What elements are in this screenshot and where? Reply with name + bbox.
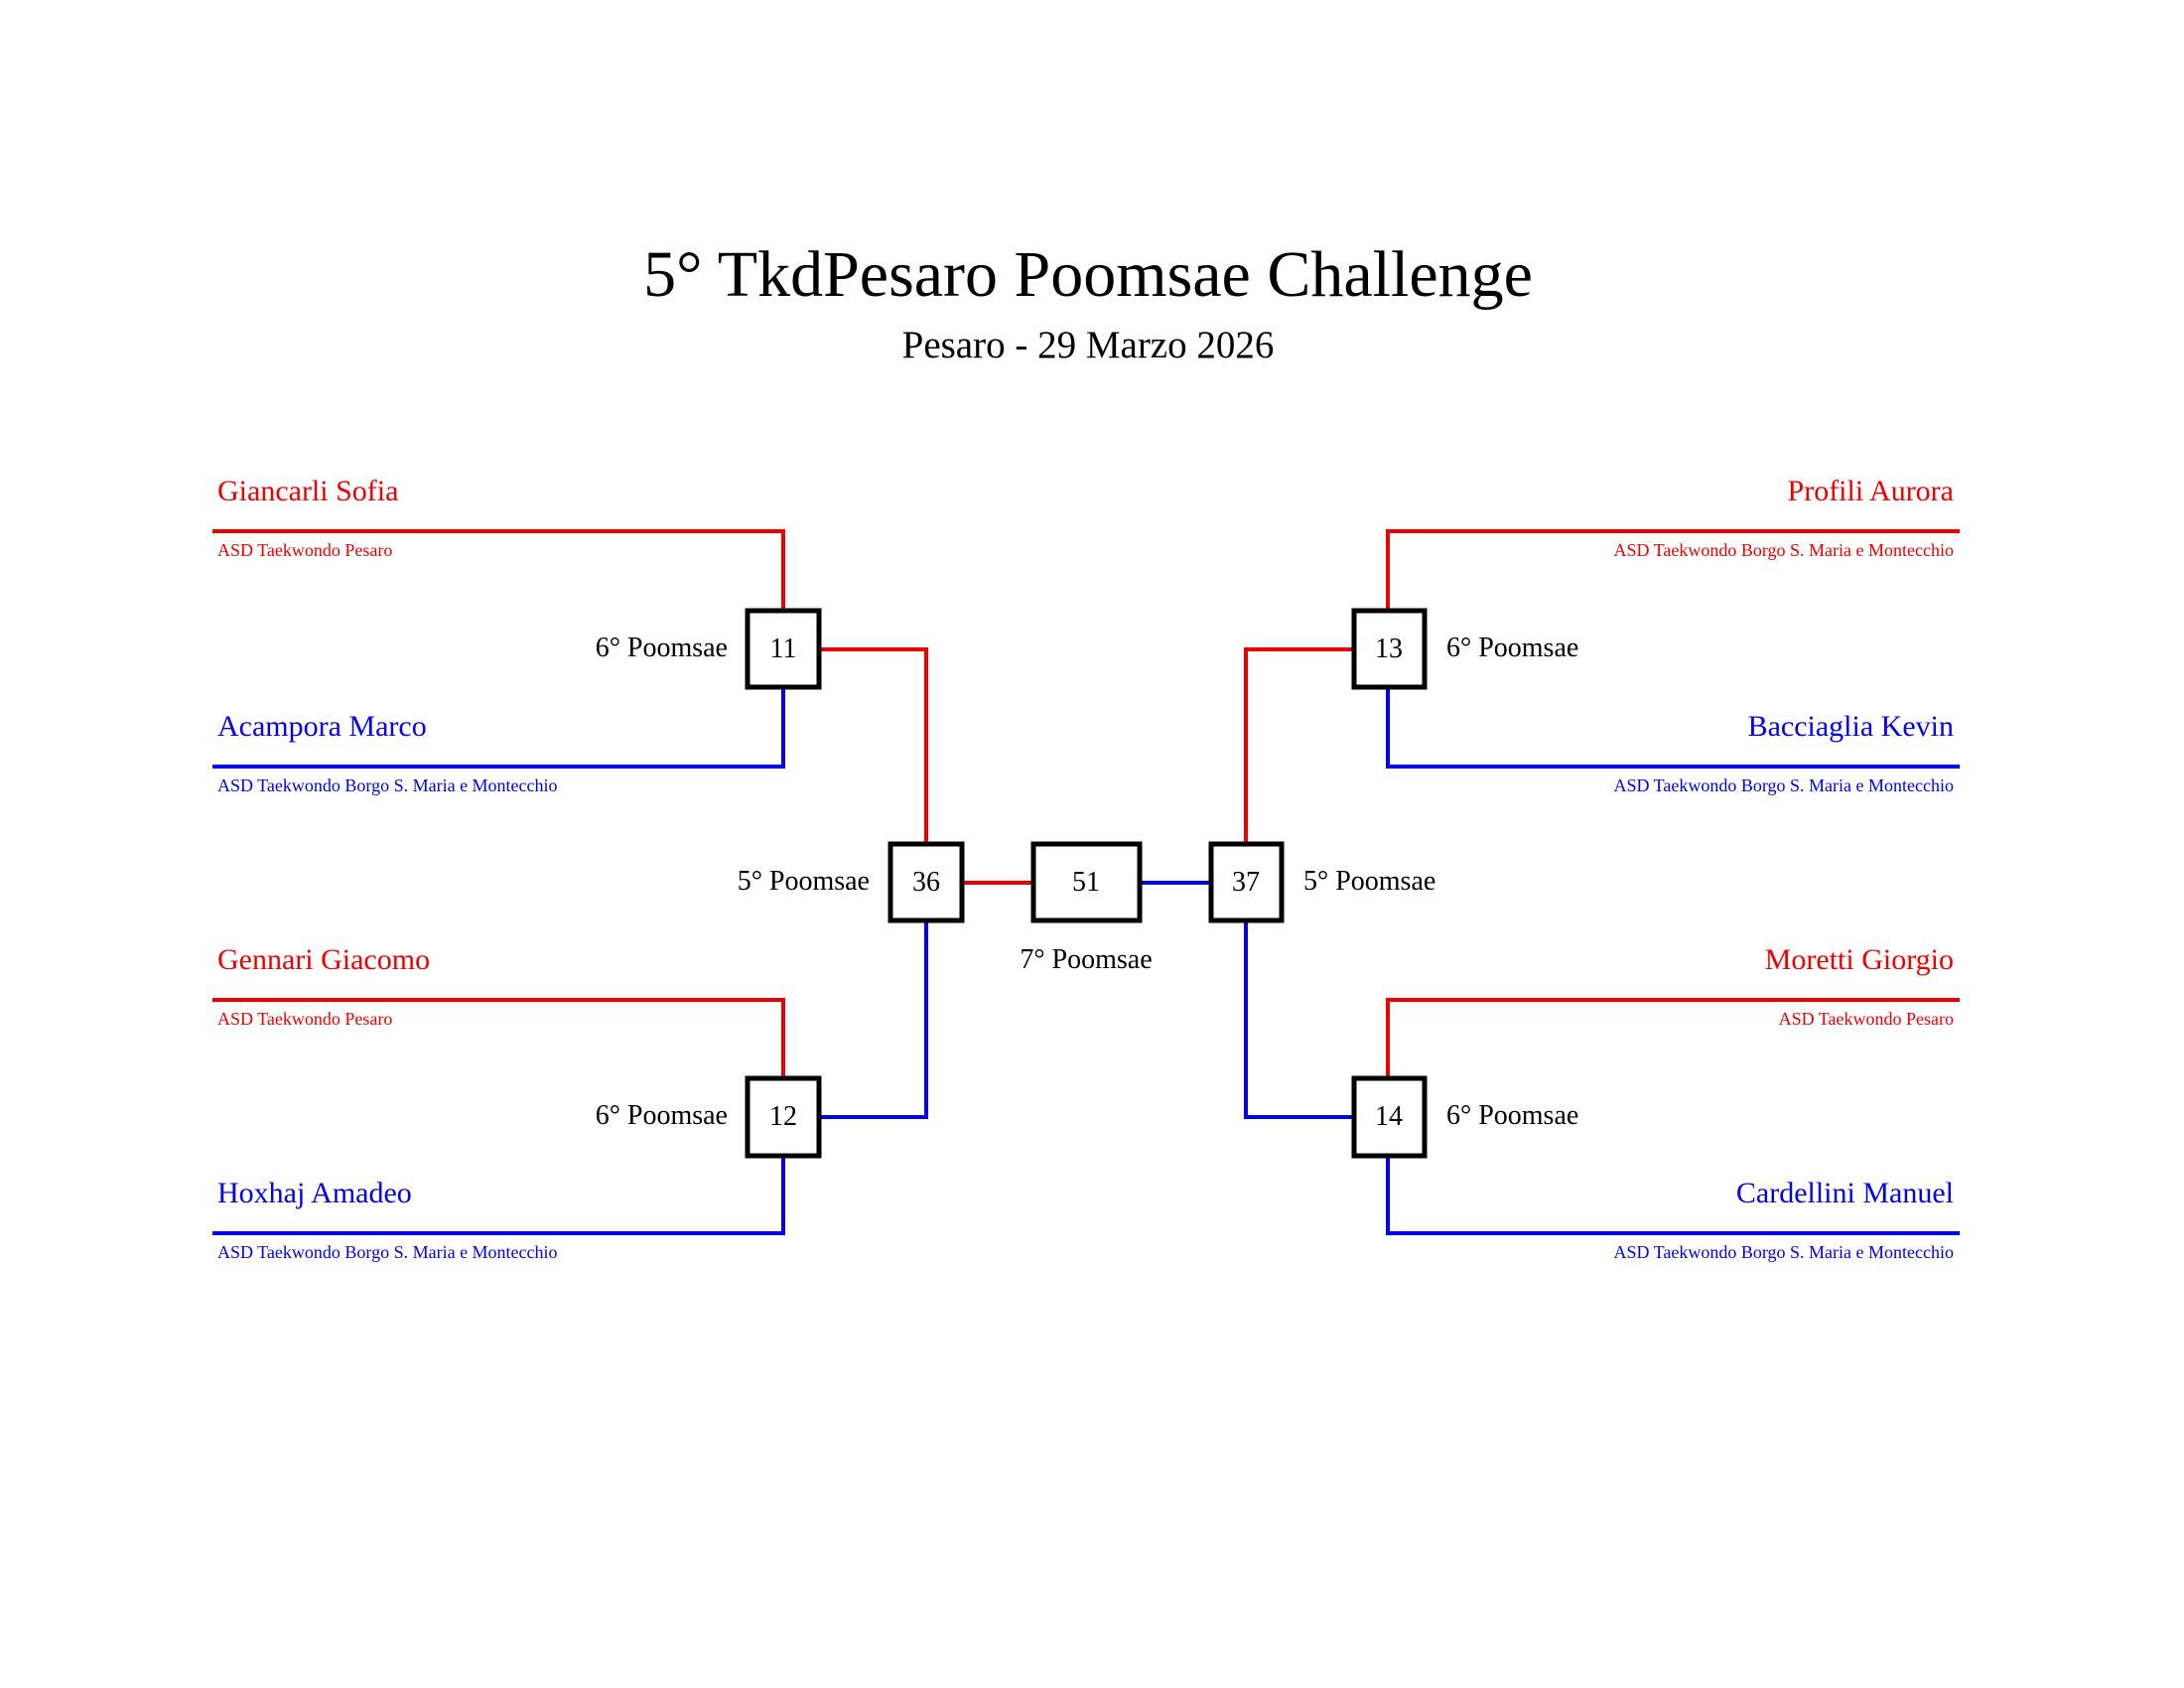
line-14-37	[1244, 921, 1353, 1119]
athlete-club: ASD Taekwondo Borgo S. Maria e Montecchi…	[1613, 1242, 1954, 1262]
poomsae-label: 6° Poomsae	[1446, 633, 1578, 663]
line-11-36	[820, 647, 928, 843]
line-giancarli	[212, 529, 785, 610]
athlete-club: ASD Taekwondo Borgo S. Maria e Montecchi…	[1613, 775, 1954, 795]
line-hoxhaj	[212, 1157, 785, 1235]
match-number: 51	[1072, 867, 1100, 898]
match-51: 51 7° Poomsae	[1020, 841, 1153, 975]
poomsae-label: 5° Poomsae	[738, 866, 870, 897]
page-title: 5° TkdPesaro Poomsae Challenge	[643, 238, 1533, 311]
poomsae-label: 5° Poomsae	[1303, 866, 1435, 897]
athlete-name: Cardellini Manuel	[1736, 1177, 1954, 1209]
match-37: 37 5° Poomsae	[1208, 841, 1435, 923]
match-number: 37	[1232, 867, 1260, 898]
bracket-lines	[212, 529, 1960, 1235]
athlete-club: ASD Taekwondo Borgo S. Maria e Montecchi…	[217, 775, 558, 795]
athlete-name: Gennari Giacomo	[217, 943, 430, 976]
athlete-club: ASD Taekwondo Pesaro	[1779, 1009, 1954, 1029]
match-number: 13	[1375, 633, 1403, 664]
athlete-name: Acampora Marco	[217, 710, 427, 743]
athlete-club: ASD Taekwondo Pesaro	[217, 540, 392, 560]
match-14: 14 6° Poomsae	[1351, 1075, 1578, 1159]
page-subtitle: Pesaro - 29 Marzo 2026	[902, 324, 1275, 366]
line-gennari	[212, 998, 785, 1077]
line-12-36	[820, 921, 928, 1119]
poomsae-label: 6° Poomsae	[1446, 1100, 1578, 1131]
poomsae-label: 6° Poomsae	[596, 1100, 728, 1131]
line-moretti	[1386, 998, 1960, 1077]
line-profili	[1386, 529, 1960, 610]
line-bacciaglia	[1386, 688, 1960, 769]
match-number: 12	[769, 1101, 797, 1132]
poomsae-label: 6° Poomsae	[596, 633, 728, 663]
athlete-name: Bacciaglia Kevin	[1748, 710, 1954, 743]
match-36: 36 5° Poomsae	[738, 841, 965, 923]
athlete-name: Hoxhaj Amadeo	[217, 1177, 412, 1209]
athlete-name: Giancarli Sofia	[217, 475, 398, 507]
line-13-37	[1244, 647, 1353, 843]
athlete-club: ASD Taekwondo Borgo S. Maria e Montecchi…	[217, 1242, 558, 1262]
poomsae-label: 7° Poomsae	[1020, 944, 1152, 975]
line-cardellini	[1386, 1157, 1960, 1235]
athlete-club: ASD Taekwondo Borgo S. Maria e Montecchi…	[1613, 540, 1954, 560]
athlete-club: ASD Taekwondo Pesaro	[217, 1009, 392, 1029]
line-acampora	[212, 688, 785, 769]
athlete-name: Profili Aurora	[1788, 475, 1954, 507]
match-number: 11	[770, 633, 797, 664]
match-number: 14	[1375, 1101, 1403, 1132]
match-number: 36	[912, 867, 940, 898]
match-13: 13 6° Poomsae	[1351, 608, 1578, 690]
match-11: 11 6° Poomsae	[596, 608, 822, 690]
match-12: 12 6° Poomsae	[596, 1075, 822, 1159]
athlete-name: Moretti Giorgio	[1765, 943, 1954, 976]
